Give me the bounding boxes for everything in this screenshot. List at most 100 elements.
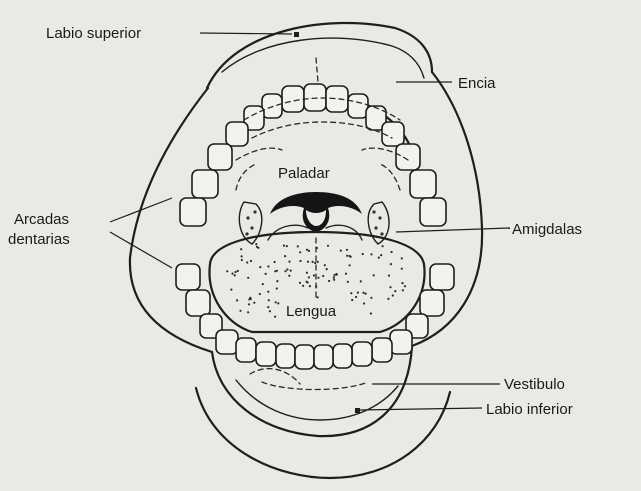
tongue-dot xyxy=(370,253,372,255)
tongue-dot xyxy=(234,274,236,276)
tongue-dot xyxy=(347,281,349,283)
tongue-dot xyxy=(284,255,286,257)
tongue-dot xyxy=(349,264,351,266)
tongue-dot xyxy=(313,274,315,276)
label-vestibulo: Vestibulo xyxy=(504,376,565,393)
tongue-dot xyxy=(360,280,362,282)
tongue-dot xyxy=(306,281,308,283)
tongue-dot xyxy=(288,275,290,277)
tongue-dot xyxy=(324,264,326,266)
tongue-dot xyxy=(392,294,394,296)
tongue-dot xyxy=(317,277,319,279)
tongue-dot xyxy=(390,263,392,265)
tongue-dot xyxy=(335,273,337,275)
tongue-dot xyxy=(288,261,290,263)
tongue-dot xyxy=(307,261,309,263)
tongue-dot xyxy=(269,310,271,312)
tongue-dot xyxy=(231,273,233,275)
tongue-dot xyxy=(259,293,261,295)
tongue-dot xyxy=(355,296,357,298)
tongue-dot xyxy=(402,289,404,291)
tongue-dot xyxy=(253,302,255,304)
tongue-dot xyxy=(286,245,288,247)
label-labio-superior: Labio superior xyxy=(46,25,141,42)
tongue-dot xyxy=(314,262,316,264)
tongue-dot xyxy=(308,276,310,278)
tongue-dot xyxy=(309,285,311,287)
tongue-dot xyxy=(373,274,375,276)
tongue-dot xyxy=(262,283,264,285)
tongue-dot xyxy=(380,254,382,256)
tongue-dot xyxy=(267,265,269,267)
tongue-dot xyxy=(297,245,299,247)
tongue-dot xyxy=(340,250,342,252)
tongue-dot xyxy=(299,260,301,262)
tongue-dot xyxy=(267,306,269,308)
tongue-dot xyxy=(234,271,236,273)
tongue-dot xyxy=(274,261,276,263)
tongue-dot xyxy=(394,290,396,292)
tongue-dot xyxy=(346,249,348,251)
tongue-dot xyxy=(241,259,243,261)
tongue-dot xyxy=(389,286,391,288)
tongue-dot xyxy=(308,250,310,252)
tongue-dot xyxy=(247,311,249,313)
tongue-dot xyxy=(265,273,267,275)
tongue-dot xyxy=(312,261,314,263)
tongue-dot xyxy=(326,268,328,270)
tongue-dot xyxy=(299,282,301,284)
lower-lip-marker xyxy=(355,408,360,413)
tongue-dot xyxy=(275,301,277,303)
tongue-dot xyxy=(365,293,367,295)
tongue-dot xyxy=(350,292,352,294)
label-paladar: Paladar xyxy=(278,165,330,182)
tongue-dot xyxy=(255,243,257,245)
tongue-dot xyxy=(256,246,258,248)
label-dentarias: dentarias xyxy=(8,231,70,248)
tongue-dot xyxy=(387,298,389,300)
tongue-dot xyxy=(290,270,292,272)
tongue-dot xyxy=(357,292,359,294)
tongue-dot xyxy=(370,297,372,299)
tongue-dot xyxy=(316,247,318,249)
upper-lip-marker xyxy=(294,32,299,37)
tongue-dot xyxy=(230,289,232,291)
tongue-dot xyxy=(315,286,317,288)
label-labio-inferior: Labio inferior xyxy=(486,401,573,418)
tongue-dot xyxy=(299,251,301,253)
tongue-dot xyxy=(302,285,304,287)
label-arcadas: Arcadas xyxy=(14,211,69,228)
tongue-dot xyxy=(333,279,335,281)
tongue-dot xyxy=(240,248,242,250)
tongue-dot xyxy=(250,260,252,262)
tongue-dot xyxy=(276,280,278,282)
tongue-dot xyxy=(362,292,364,294)
tongue-dot xyxy=(259,266,261,268)
tongue-dot xyxy=(306,272,308,274)
tongue-dot xyxy=(236,299,238,301)
tongue-dot xyxy=(362,253,364,255)
tongue-dot xyxy=(401,282,403,284)
tongue-dot xyxy=(283,245,285,247)
tongue-dot xyxy=(286,268,288,270)
tongue-dot xyxy=(276,270,278,272)
tongue-dot xyxy=(241,255,243,257)
tongue-dot xyxy=(370,312,372,314)
tongue-dot xyxy=(284,270,286,272)
tongue-dot xyxy=(327,245,329,247)
tongue-dot xyxy=(401,257,403,259)
upper-lip-outline xyxy=(207,23,432,88)
tongue-dot xyxy=(333,276,335,278)
tongue-dot xyxy=(391,251,393,253)
tongue-dot xyxy=(246,261,248,263)
label-amigdalas: Amigdalas xyxy=(512,221,582,238)
tongue-dot xyxy=(306,249,308,251)
tongue-dot xyxy=(345,273,347,275)
lower-gum-dashes xyxy=(250,369,368,390)
tongue-dot xyxy=(277,302,279,304)
tongue-dot xyxy=(249,297,251,299)
tongue-dot xyxy=(382,245,384,247)
tongue-dot xyxy=(267,291,269,293)
tongue-dot xyxy=(346,255,348,257)
